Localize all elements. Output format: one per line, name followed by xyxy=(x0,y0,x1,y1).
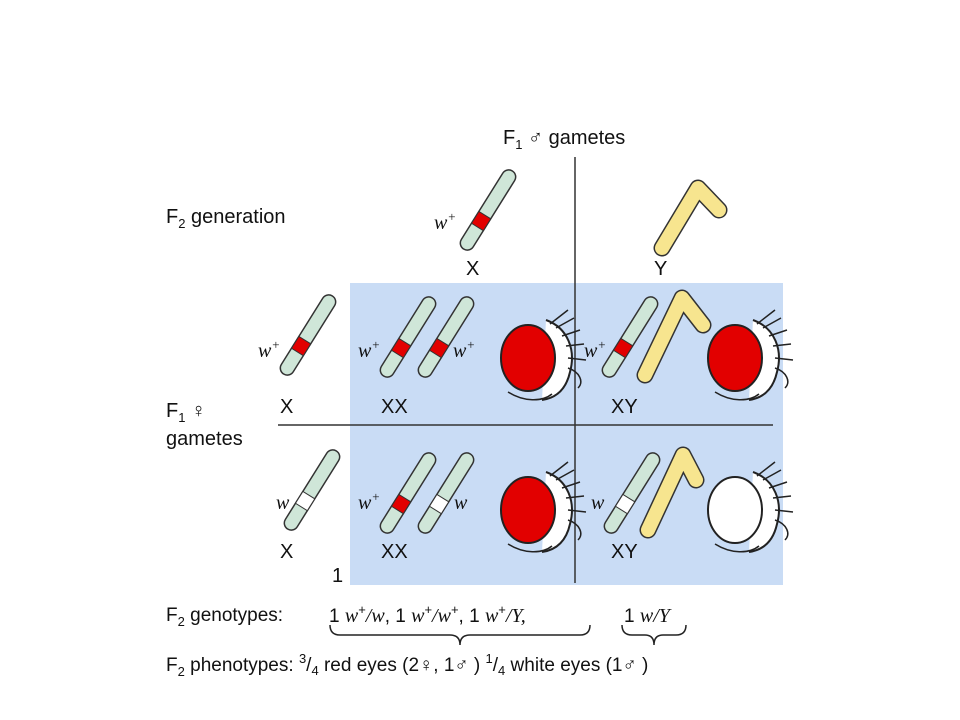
female-gametes-label: F1 ♀ gametes xyxy=(166,400,243,450)
genotypes-white-list: 1 w/Y xyxy=(624,605,670,627)
cell1-chromosome-b xyxy=(417,296,475,378)
cell2-fly-head xyxy=(707,309,794,401)
cell4-y-chromosome xyxy=(639,446,705,539)
cell4-genotype: XY xyxy=(611,541,638,563)
male-x-chromosome xyxy=(459,169,517,251)
cell3-chromosome-a xyxy=(379,452,437,534)
male-gametes-label: F1 ♂ gametes xyxy=(503,127,626,152)
cell2-x-chromosome xyxy=(601,296,659,378)
female-x2-label: X xyxy=(280,541,294,563)
female-x1-label: X xyxy=(280,396,294,418)
corner-number: 1 xyxy=(332,565,344,587)
male-x-allele-label: w+ xyxy=(434,209,457,234)
male-y-label: Y xyxy=(654,258,668,280)
female-x2-allele-label: w xyxy=(276,492,290,514)
cell4-allele1: w xyxy=(591,492,605,514)
cell1-allele1: w+ xyxy=(358,337,381,362)
cell2-y-chromosome xyxy=(636,289,712,384)
genotypes-label: F2 genotypes: xyxy=(166,605,284,629)
cell3-allele2: w xyxy=(454,492,468,514)
male-x-label: X xyxy=(466,258,480,280)
brace-white xyxy=(621,624,687,646)
genotypes-red-list: 1 w+/w, 1 w+/w+, 1 w+/Y, xyxy=(329,602,526,627)
cell3-chromosome-b xyxy=(417,452,475,534)
cell1-allele2: w+ xyxy=(453,337,476,362)
brace-red xyxy=(329,624,591,646)
cell1-chromosome-a xyxy=(379,296,437,378)
cell3-allele1: w+ xyxy=(358,489,381,514)
cell1-fly-head xyxy=(500,309,587,401)
phenotypes-row: F2 phenotypes: 3/4 red eyes (2♀, 1♂ ) 1/… xyxy=(166,651,649,679)
cell4-fly-head xyxy=(707,461,794,553)
cell3-fly-head xyxy=(500,461,587,553)
cell1-genotype: XX xyxy=(381,396,408,418)
cell2-allele1: w+ xyxy=(584,337,607,362)
male-y-chromosome xyxy=(653,179,728,257)
cell3-genotype: XX xyxy=(381,541,408,563)
female-x-chromosome-1 xyxy=(279,294,337,376)
female-x-chromosome-2 xyxy=(283,449,341,531)
generation-label: F2 generation xyxy=(166,206,286,231)
female-x1-allele-label: w+ xyxy=(258,337,281,362)
cell4-x-chromosome xyxy=(603,452,661,534)
cell2-genotype: XY xyxy=(611,396,638,418)
